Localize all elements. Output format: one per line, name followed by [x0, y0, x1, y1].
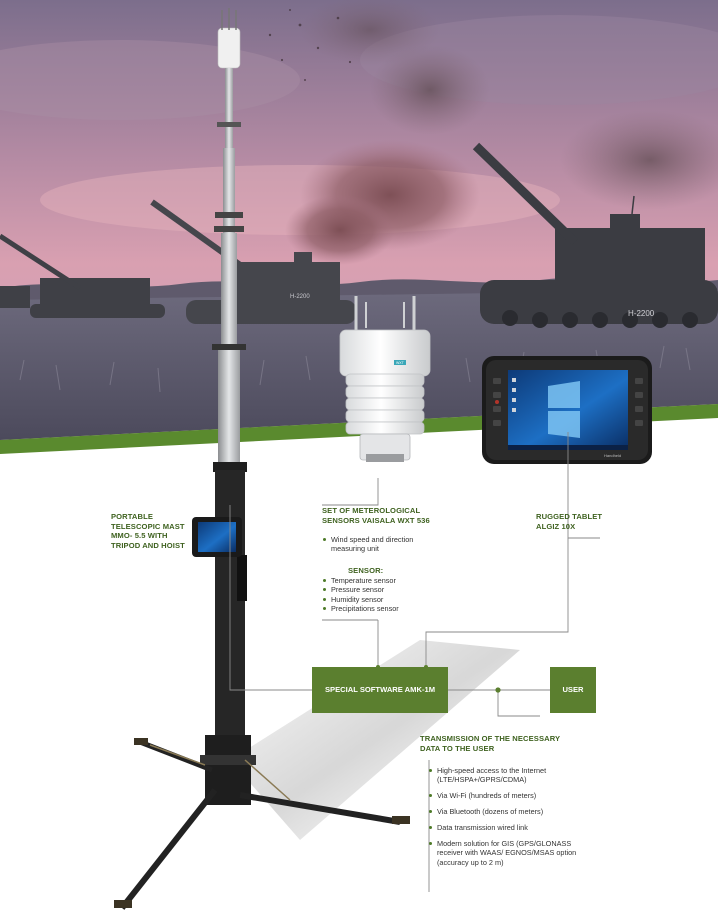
- sensor-heading: SENSOR:: [348, 566, 384, 575]
- mast-tablet: [192, 517, 242, 557]
- list-item: Via Bluetooth (dozens of meters): [428, 807, 588, 816]
- list-item: Humidity sensor: [322, 595, 442, 604]
- list-item: Modern solution for GIS (GPS/GLONASS rec…: [428, 839, 588, 867]
- list-item: High-speed access to the Internet (LTE/H…: [428, 766, 588, 785]
- list-item: Wind speed and direction measuring unit: [322, 535, 444, 554]
- list-item: Precipitations sensor: [322, 604, 442, 613]
- sensor-set-items: Wind speed and direction measuring unit: [322, 535, 444, 554]
- vehicle-marking-mid: H-2200: [290, 294, 310, 300]
- connector-dot: [495, 687, 501, 693]
- tablet-brand-text: Handheld: [604, 453, 621, 458]
- connector-lines: [229, 432, 600, 892]
- list-item: Pressure sensor: [322, 585, 442, 594]
- user-box: USER: [550, 667, 596, 713]
- rugged-tablet-device: [482, 356, 652, 464]
- list-item: Via Wi-Fi (hundreds of meters): [428, 791, 588, 800]
- list-item: Data transmission wired link: [428, 823, 588, 832]
- special-software-box: SPECIAL SOFTWARE AMK-1M: [312, 667, 448, 713]
- sensor-list: Temperature sensor Pressure sensor Humid…: [322, 576, 442, 614]
- sensor-badge: WXT: [396, 361, 405, 365]
- transmission-title: TRANSMISSION OF THE NECESSARY DATA TO TH…: [420, 734, 561, 753]
- tablet-label: RUGGED TABLET ALGIZ 10X: [536, 512, 603, 531]
- transmission-list: High-speed access to the Internet (LTE/H…: [428, 766, 588, 874]
- vehicle-marking: H-2200: [628, 309, 655, 318]
- sensor-set-label: SET OF METEROLOGICAL SENSORS VAISALA WXT…: [322, 506, 430, 525]
- list-item: Temperature sensor: [322, 576, 442, 585]
- mast-label: PORTABLE TELESCOPIC MAST MMO- 5.5 WITH T…: [111, 512, 185, 550]
- weather-sensor-unit: [339, 296, 431, 462]
